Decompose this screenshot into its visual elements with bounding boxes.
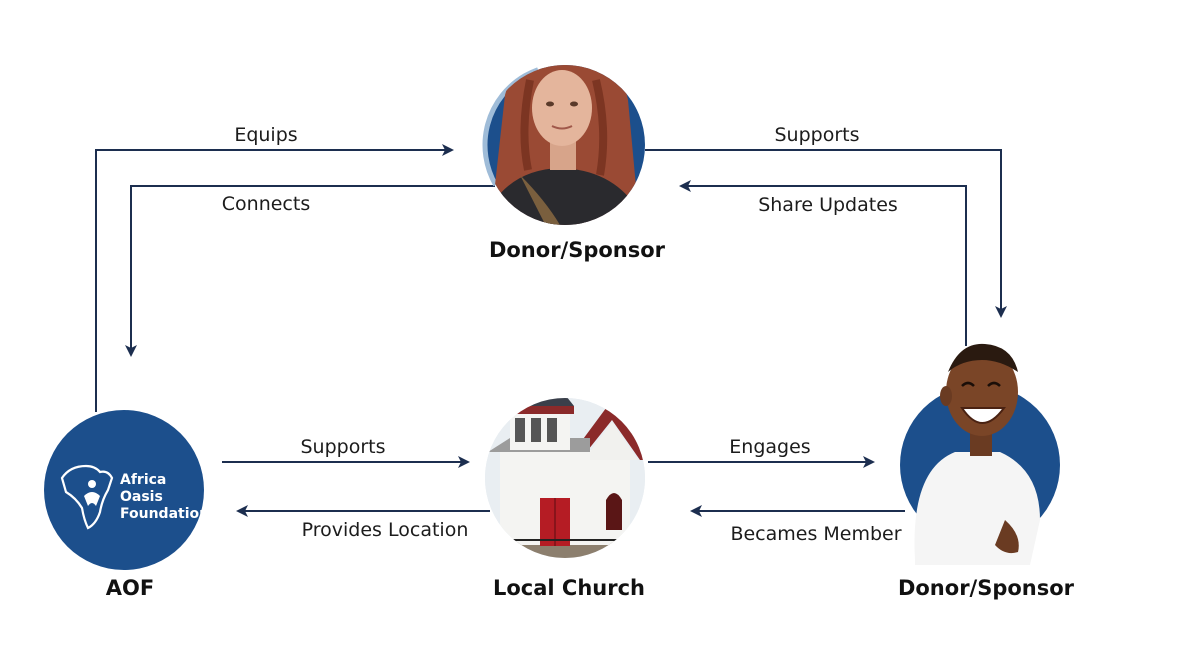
node-top-donor bbox=[482, 62, 648, 228]
node-label-church: Local Church bbox=[493, 576, 645, 600]
label-equips: Equips bbox=[234, 124, 297, 146]
node-label-top-donor: Donor/Sponsor bbox=[489, 238, 666, 262]
label-provides-location: Provides Location bbox=[302, 519, 469, 541]
node-church bbox=[485, 398, 645, 558]
node-label-right-donor: Donor/Sponsor bbox=[898, 576, 1075, 600]
label-engages: Engages bbox=[729, 436, 810, 458]
node-right-donor bbox=[900, 343, 1060, 565]
label-supports-top: Supports bbox=[774, 124, 859, 146]
label-connects: Connects bbox=[222, 193, 310, 215]
arrow-equips bbox=[95, 144, 454, 412]
woman-portrait-icon bbox=[485, 65, 645, 225]
church-building-icon bbox=[485, 398, 645, 558]
node-aof: Africa Oasis Foundation bbox=[44, 410, 209, 570]
label-share-updates: Share Updates bbox=[758, 194, 898, 216]
arrow-share-updates bbox=[679, 180, 967, 346]
label-becames-member: Becames Member bbox=[730, 523, 901, 545]
node-label-aof: AOF bbox=[106, 576, 154, 600]
africa-map-logo-icon bbox=[60, 464, 114, 530]
arrow-supports-top bbox=[645, 149, 1007, 318]
smiling-child-icon bbox=[914, 343, 1040, 565]
logo-text-line-3: Foundation bbox=[120, 506, 209, 522]
arrow-connects bbox=[125, 185, 495, 357]
logo-text-line-1: Africa bbox=[120, 472, 166, 488]
connector-lines bbox=[95, 144, 1007, 517]
label-supports-bottom: Supports bbox=[300, 436, 385, 458]
logo-text-line-2: Oasis bbox=[120, 489, 163, 505]
